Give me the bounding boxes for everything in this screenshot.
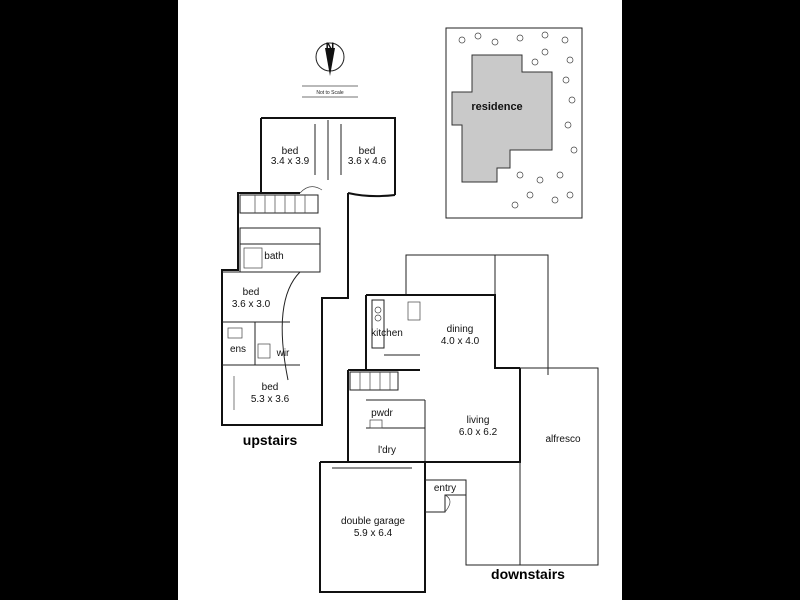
- upstairs-bed2-size: 3.6 x 4.6: [348, 156, 387, 167]
- upstairs-ens-label: ens: [230, 344, 246, 355]
- downstairs-plan: [319, 254, 599, 593]
- kitchen-label: kitchen: [371, 328, 403, 339]
- downstairs-title: downstairs: [491, 566, 565, 582]
- north-letter: N: [326, 40, 335, 54]
- north-arrow: N Not to Scale: [302, 40, 358, 98]
- site-plan: residence: [445, 27, 583, 219]
- upstairs-bed1-size: 3.4 x 3.9: [271, 156, 310, 167]
- alfresco-label: alfresco: [545, 434, 580, 445]
- upstairs-bed4-name: bed: [262, 382, 279, 393]
- living-size: 6.0 x 6.2: [459, 427, 498, 438]
- scale-caption: Not to Scale: [316, 90, 343, 96]
- garage-size: 5.9 x 6.4: [354, 528, 393, 539]
- upstairs-bed4-size: 5.3 x 3.6: [251, 394, 290, 405]
- upstairs-bath-label: bath: [264, 251, 283, 262]
- upstairs-bed3-size: 3.6 x 3.0: [232, 299, 271, 310]
- upstairs-plan: [221, 117, 396, 426]
- upstairs-title: upstairs: [243, 432, 298, 448]
- living-name: living: [467, 415, 490, 426]
- upstairs-bed2-name: bed: [359, 146, 376, 157]
- pwdr-label: pwdr: [371, 408, 393, 419]
- upstairs-wir-label: wir: [276, 348, 290, 359]
- entry-label: entry: [434, 483, 456, 494]
- dining-size: 4.0 x 4.0: [441, 336, 480, 347]
- laundry-label: l'dry: [378, 445, 396, 456]
- upstairs-bed1-name: bed: [282, 146, 299, 157]
- dining-name: dining: [447, 324, 474, 335]
- garage-name: double garage: [341, 516, 405, 527]
- site-residence-label: residence: [471, 101, 522, 113]
- upstairs-bed3-name: bed: [243, 287, 260, 298]
